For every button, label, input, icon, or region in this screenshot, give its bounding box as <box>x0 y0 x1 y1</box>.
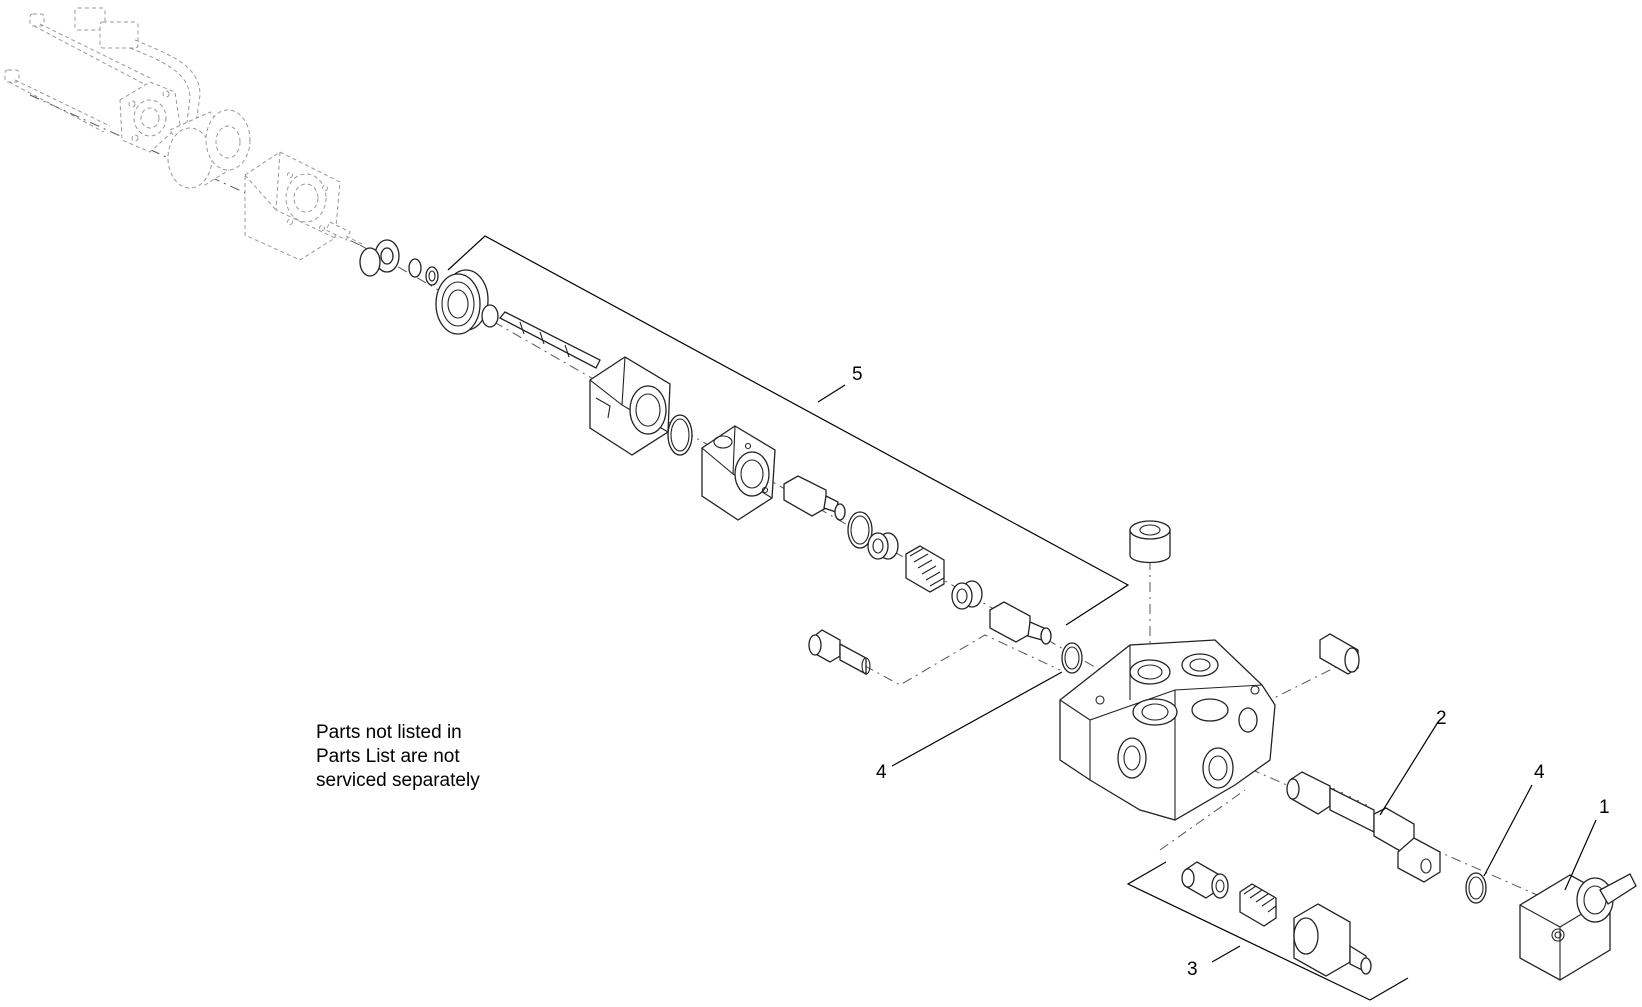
screw-ghost-upper <box>29 13 151 85</box>
service-note: Parts not listed in Parts List are not s… <box>316 721 576 793</box>
o-ring-a <box>667 414 693 456</box>
coil-ghost <box>167 109 251 189</box>
callout-labels: 1 2 3 4 4 5 <box>852 364 1610 980</box>
flange-plate-ghost <box>119 81 181 153</box>
spool-rod <box>498 311 601 369</box>
callout-4-lower: 4 <box>1534 762 1545 783</box>
poppet <box>989 601 1052 645</box>
valve-body <box>1059 639 1276 821</box>
o-ring-b <box>847 511 873 549</box>
top-cap <box>1129 520 1171 564</box>
service-note-line-2: Parts List are not <box>316 746 460 767</box>
washer-pair <box>359 239 439 286</box>
connector-ghost <box>74 7 201 131</box>
plunger <box>783 475 846 521</box>
side-plug <box>808 629 871 676</box>
spool-block-b <box>701 425 776 521</box>
seal-cap <box>435 269 499 335</box>
spring-seat-b <box>951 580 983 610</box>
housing-ghost <box>244 151 341 261</box>
solenoid-ghost-parts <box>4 7 363 261</box>
callout-2: 2 <box>1436 708 1447 729</box>
right-cap <box>1319 633 1360 675</box>
spool-block-a <box>589 356 671 456</box>
screw-ghost-lower <box>4 69 111 133</box>
service-note-line-3: serviced separately <box>316 770 480 791</box>
spring-seat <box>867 532 899 560</box>
relief-valve-assembly <box>1181 861 1372 977</box>
spool-section-parts <box>359 239 1083 674</box>
fitting <box>1519 873 1637 981</box>
leader-lines <box>447 235 1597 1001</box>
callout-4-upper: 4 <box>876 762 887 783</box>
spring <box>905 545 945 593</box>
service-note-line-1: Parts not listed in <box>316 722 462 743</box>
callout-5: 5 <box>852 364 863 385</box>
callout-3: 3 <box>1187 959 1198 980</box>
spool-assembly <box>1286 771 1441 883</box>
pin-ghost <box>325 221 363 245</box>
callout-1: 1 <box>1599 797 1610 818</box>
